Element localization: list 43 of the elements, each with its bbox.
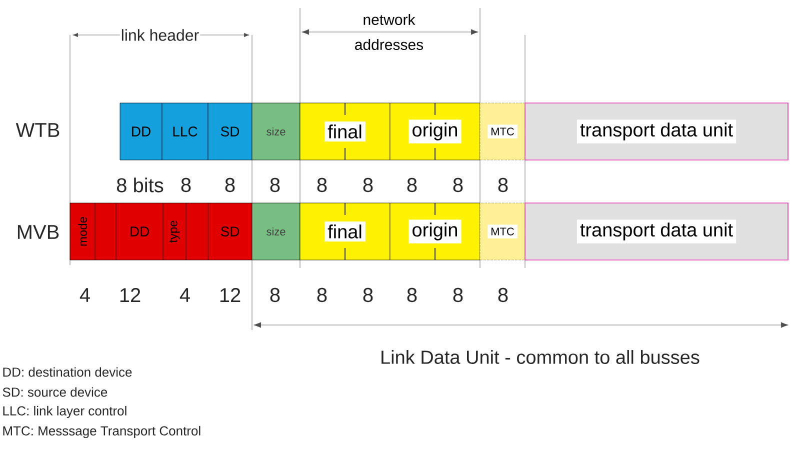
legend-text: LLC: link layer control bbox=[3, 406, 126, 418]
bit-count: 4 bbox=[178, 287, 192, 303]
bit-count: 12 bbox=[218, 287, 242, 303]
bit-count: 8 bbox=[451, 176, 465, 194]
data-field: transport data unit bbox=[524, 102, 788, 160]
legend-text: SD: source device bbox=[2, 387, 108, 397]
field-cell: MTC bbox=[480, 102, 526, 160]
field-cell: mode bbox=[70, 202, 96, 260]
bit-count: 8 bbox=[268, 176, 282, 194]
bit-count: 8 bits bbox=[115, 176, 165, 194]
dimension-label: Link Data Unit - common to all busses bbox=[379, 349, 701, 365]
dimension-label: link header bbox=[120, 28, 200, 42]
bit-count: 8 bbox=[361, 286, 375, 304]
field-cell: LLC bbox=[162, 102, 208, 160]
field-cell: SD bbox=[208, 102, 252, 160]
field-cell: type bbox=[162, 202, 186, 260]
bit-count: 8 bbox=[496, 176, 510, 194]
field-cell: MTC bbox=[480, 202, 526, 260]
bit-count: 12 bbox=[118, 287, 142, 303]
row-label: WTB bbox=[14, 122, 62, 138]
bit-count: 8 bbox=[496, 286, 510, 304]
bit-count: 8 bbox=[179, 176, 193, 194]
bit-count: 8 bbox=[405, 286, 419, 304]
address-field: final bbox=[300, 102, 390, 160]
bit-count: 8 bbox=[268, 286, 282, 304]
legend-text: DD: destination device bbox=[3, 367, 132, 377]
data-field: transport data unit bbox=[524, 202, 788, 260]
field-cell: size bbox=[252, 202, 300, 260]
field-cell: DD bbox=[120, 102, 162, 160]
bit-count: 8 bbox=[315, 176, 329, 194]
address-field: final bbox=[300, 202, 390, 260]
bit-count: 8 bbox=[315, 286, 329, 304]
bit-count: 8 bbox=[405, 176, 419, 194]
field-cell: size bbox=[252, 102, 300, 160]
address-field: origin bbox=[390, 202, 480, 260]
bit-count: 8 bbox=[223, 176, 237, 194]
legend-text: MTC: Messsage Transport Control bbox=[3, 426, 200, 438]
row-label: MVB bbox=[15, 224, 61, 240]
bit-count: 8 bbox=[451, 286, 465, 304]
address-field: origin bbox=[390, 102, 480, 160]
bit-count: 4 bbox=[78, 287, 92, 303]
dimension-label: network addresses bbox=[355, 14, 424, 50]
bit-count: 8 bbox=[361, 176, 375, 194]
